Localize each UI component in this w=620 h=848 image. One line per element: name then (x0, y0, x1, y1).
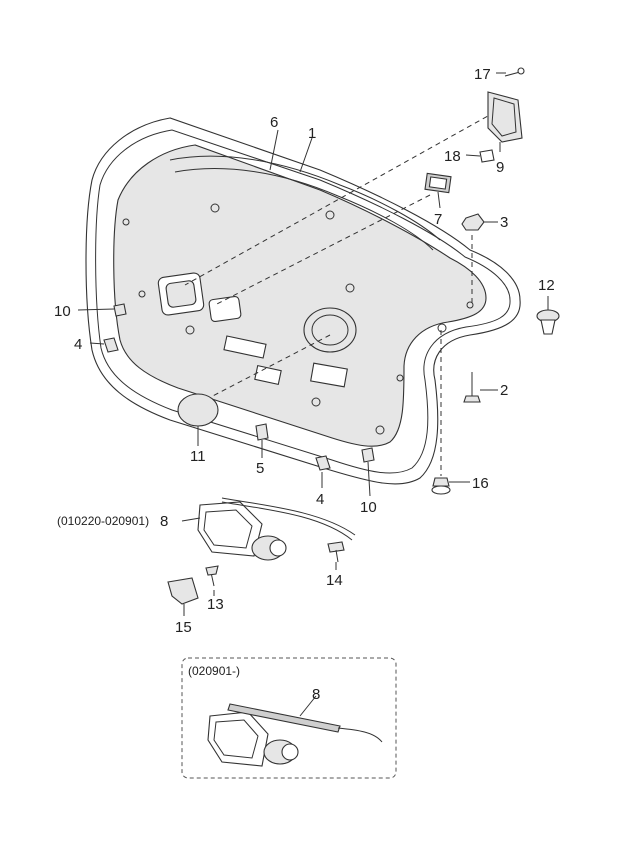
trunk-lid-panel (85, 117, 521, 485)
callout-13: 13 (207, 596, 224, 613)
part-grommet-12 (536, 309, 560, 335)
callout-10a: 10 (54, 303, 71, 320)
callout-1: 1 (308, 125, 316, 142)
part-screw-13 (205, 565, 219, 587)
part-screw-17 (504, 67, 525, 77)
callout-2: 2 (500, 382, 508, 399)
part-bolt-16 (431, 477, 451, 495)
part-gasket-7 (424, 172, 452, 194)
part-cover-9 (487, 91, 523, 143)
assembly-lines (184, 111, 496, 476)
callout-3: 3 (500, 214, 508, 231)
callout-11: 11 (190, 448, 206, 465)
callout-9: 9 (496, 159, 504, 176)
callout-16: 16 (472, 475, 489, 492)
callout-10b: 10 (360, 499, 377, 516)
latch-actuator-early (197, 497, 356, 561)
callout-17: 17 (474, 66, 491, 83)
callouts: 1 6 17 18 9 7 3 12 10 4 2 11 5 16 4 10 (… (54, 66, 555, 703)
part-plug-11 (177, 393, 219, 427)
callout-14: 14 (326, 572, 343, 589)
callout-15: 15 (175, 619, 192, 636)
callout-5: 5 (256, 460, 264, 477)
variant-late-box-title: (020901-) (188, 664, 240, 678)
part-bolt-2 (463, 372, 481, 403)
part-bumper-4b (315, 455, 331, 471)
part-clip-5 (255, 423, 269, 441)
callout-4b: 4 (316, 491, 324, 508)
callout-8b: 8 (312, 686, 320, 703)
variant-early-range: (010220-020901) (57, 514, 149, 528)
part-stopper-10a (113, 303, 127, 317)
part-stopper-10b (361, 447, 375, 463)
callout-18: 18 (444, 148, 461, 165)
part-clip-18 (479, 149, 495, 163)
callout-4a: 4 (74, 336, 82, 353)
callout-12: 12 (538, 277, 555, 294)
callout-6: 6 (270, 114, 278, 131)
part-bumper-4a (103, 337, 119, 353)
part-bolt-14 (327, 541, 345, 563)
part-nut-3 (461, 213, 485, 231)
callout-7: 7 (434, 211, 442, 228)
leader-lines (77, 72, 549, 717)
later-variant-box (181, 657, 397, 779)
callout-8a: 8 (160, 513, 168, 530)
part-striker-15 (167, 577, 199, 605)
